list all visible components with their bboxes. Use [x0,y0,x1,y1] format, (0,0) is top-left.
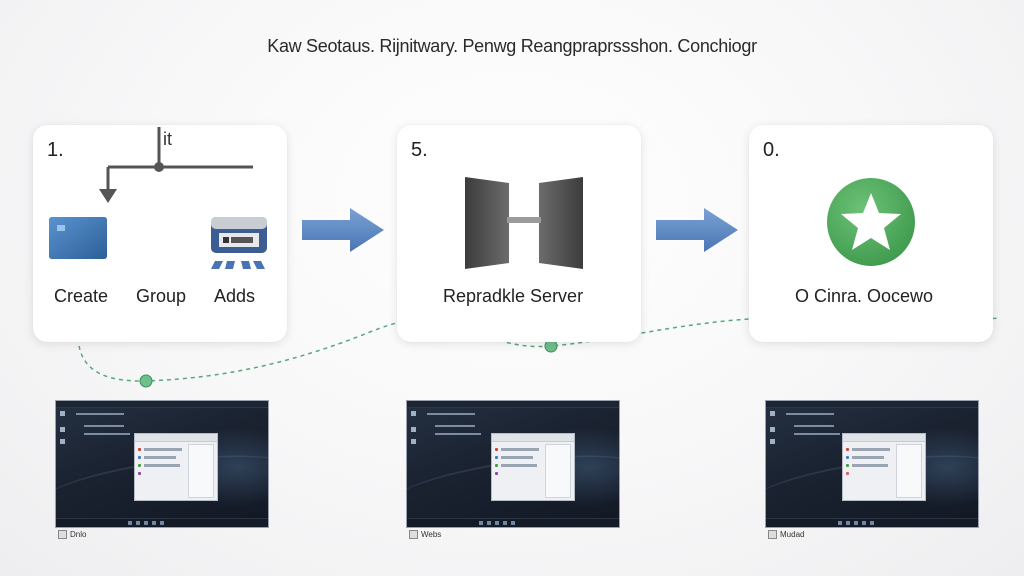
branch-arrows-icon [99,127,253,203]
caption-adds: Adds [214,286,256,306]
screenshot-thumbnail[interactable] [55,400,269,528]
caption-create: Create [54,286,109,306]
screenshot-label: Mudad [768,530,804,540]
server-doors-icon [465,177,583,269]
diagram-title: Kaw Seotaus. Rijnitwary. Penwg Reangprap… [267,36,757,56]
right-arrow-icon [656,208,738,252]
right-arrow-icon [302,208,384,252]
step-card-complete: 0. O Cinra. Oocewo [749,125,993,342]
step-number: 0. [763,139,780,161]
step-number: 1. [47,139,64,161]
printer-icon [211,217,267,269]
caption-group: Group [136,286,187,306]
screenshot-thumbnail[interactable] [765,400,979,528]
folder-icon [49,217,107,259]
step-card-create: 1. it Create Group Adds [33,125,287,342]
star-badge-icon [827,178,915,266]
caption-complete: O Cinra. Oocewo [795,286,934,306]
caption-server: Repradkle Server [443,286,584,306]
screenshot-label: Dnlo [58,530,86,540]
screenshot-label: Webs [409,530,441,540]
connector-node [139,374,153,388]
step-number: 5. [411,139,428,161]
branch-label: it [163,129,172,149]
screenshot-thumbnail[interactable] [406,400,620,528]
step-card-server: 5. Repradkle Server [397,125,641,342]
